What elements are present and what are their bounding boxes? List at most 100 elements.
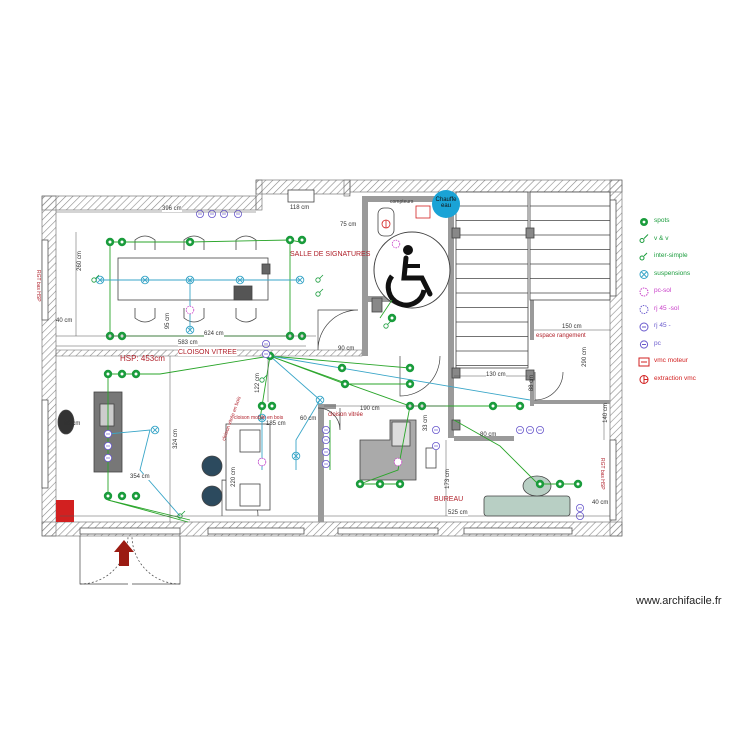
furniture: [56, 189, 571, 522]
wire: [269, 355, 531, 401]
windows: [41, 199, 617, 535]
suspension-icon: [639, 270, 649, 279]
legend-label: pc: [654, 339, 661, 347]
legend: [638, 218, 650, 384]
chair: [134, 308, 156, 323]
vmc-extraction-icon: [639, 375, 649, 384]
dim-label: 80 cm: [64, 421, 81, 427]
dim-label: 290 cm: [581, 347, 588, 367]
spot-icon: [131, 369, 141, 379]
spot-icon: [340, 379, 350, 389]
chair: [235, 235, 257, 250]
partition-mobile-label: cloison mobile en bois: [234, 415, 284, 421]
switch-icon: [259, 374, 268, 383]
room-title-salle: SALLE DE SIGNATURES: [290, 251, 371, 258]
switch-simple-icon: [639, 252, 648, 261]
legend-label: pc-sol: [654, 287, 672, 294]
dim-label: 122 cm: [254, 373, 261, 393]
switch-icon: [91, 274, 100, 283]
dim-label: 95 cm: [165, 312, 172, 330]
wire: [269, 355, 411, 369]
wire: [453, 419, 578, 485]
spot-icon: [395, 479, 405, 489]
socket-icon: [431, 425, 440, 434]
spot-icon: [267, 401, 277, 411]
vmc-extraction-icon: [381, 219, 391, 229]
rj45-floor-icon: [639, 305, 649, 314]
socket-icon: [321, 425, 330, 434]
suspension-icon: [150, 425, 160, 435]
rgt-label-right: RGT bas HSP: [599, 458, 605, 490]
spot-icon: [257, 401, 267, 411]
accessibility-icon: [373, 231, 451, 309]
suspension-icon: [185, 275, 195, 285]
dim-label: 40 cm: [56, 318, 73, 324]
spot-icon: [405, 363, 415, 373]
suspension-icon: [315, 395, 325, 405]
suspension-icon: [235, 275, 245, 285]
socket-icon: [233, 209, 242, 218]
partition-glass-label: cloison vitrée: [328, 412, 364, 418]
dim-label: 583 cm: [178, 340, 198, 346]
spot-icon: [355, 479, 365, 489]
suspension-icon: [291, 451, 301, 461]
switch-icon: [383, 320, 392, 329]
meters-label: compteurs: [390, 199, 414, 205]
floor-socket-icon: [639, 287, 649, 297]
spot-icon: [387, 313, 397, 323]
switch-icon: [315, 288, 324, 297]
watermark: www.archifacile.fr: [636, 595, 722, 607]
dim-label: 190 cm: [360, 406, 380, 412]
suspension-icon: [257, 413, 267, 423]
dim-label: 130 cm: [486, 372, 506, 378]
spot-icon: [555, 479, 565, 489]
water-heater-label: Chauffe eau: [435, 197, 457, 209]
spot-icon: [103, 369, 113, 379]
legend-label: extraction vmc: [654, 374, 696, 382]
spot-icon: [103, 491, 113, 501]
rgt-label-left: RGT bas HSP: [35, 270, 41, 302]
entrance-arrow-icon: [114, 540, 134, 566]
floor-socket-icon: [393, 457, 403, 467]
spot-icon: [515, 401, 525, 411]
dim-label: 260 cm: [76, 251, 83, 271]
partition-label: CLOISON VITREE: [178, 349, 237, 356]
suspension-icon: [295, 275, 305, 285]
spot-icon: [117, 369, 127, 379]
spots: [91, 235, 583, 519]
legend-label: inter-simple: [654, 252, 688, 259]
suspension-icon: [185, 325, 195, 335]
dim-label: 90 cm: [338, 346, 355, 352]
spot-icon: [285, 235, 295, 245]
dim-label: 60 cm: [300, 416, 317, 422]
switch-icon: [639, 234, 649, 243]
legend-label: rj 45 -sol: [654, 304, 679, 312]
socket-icon: [639, 340, 649, 349]
dim-label: 354 cm: [130, 474, 150, 480]
socket-icon: [536, 425, 545, 434]
legend-label: v & v: [654, 234, 669, 242]
socket-icon: [526, 425, 535, 434]
socket-icon: [104, 429, 113, 438]
dim-label: 624 cm: [204, 331, 224, 337]
spot-icon: [117, 237, 127, 247]
chair: [134, 235, 156, 250]
socket-icon: [195, 209, 204, 218]
socket-icon: [207, 209, 216, 218]
spot-icon: [117, 491, 127, 501]
spot-icon: [535, 479, 545, 489]
dim-label: 75 cm: [340, 222, 357, 228]
spot-icon: [297, 235, 307, 245]
dim-label: 324 cm: [172, 429, 179, 449]
spot-icon: [488, 401, 498, 411]
rj45-icon: [639, 322, 649, 332]
dim-label: 33 cm: [423, 414, 430, 432]
wire: [107, 499, 191, 521]
vmc-motor-icon: [638, 357, 650, 367]
spot-icon: [131, 491, 141, 501]
wire: [107, 429, 181, 517]
socket-icon: [516, 425, 525, 434]
legend-label: spots: [654, 217, 670, 224]
storage-label: espace rangement: [536, 333, 586, 339]
